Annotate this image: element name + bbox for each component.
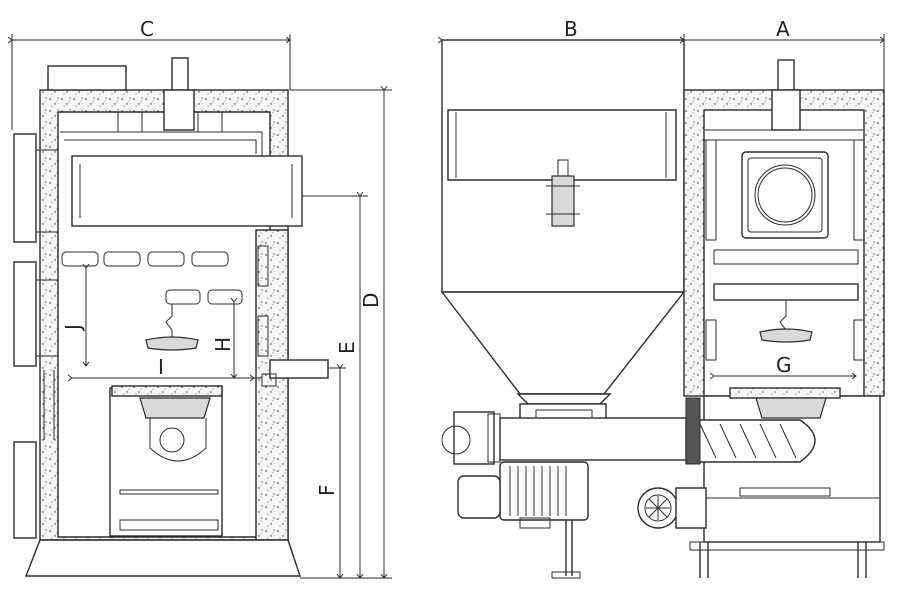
hopper-cone bbox=[440, 291, 686, 395]
left-lower-door bbox=[13, 441, 37, 539]
left-upper-flue-inner bbox=[64, 139, 257, 154]
left-burner-circle bbox=[159, 427, 185, 453]
left-hook bbox=[165, 304, 173, 338]
dim-e-label: E bbox=[335, 341, 359, 354]
auger-tube bbox=[499, 417, 691, 461]
left-rear-insulation bbox=[255, 229, 289, 541]
screw-flights bbox=[699, 423, 797, 459]
left-slot-5 bbox=[165, 289, 201, 305]
left-outlet-pipe bbox=[163, 89, 195, 131]
left-burner-bowl bbox=[149, 418, 207, 462]
porthole bbox=[754, 164, 816, 226]
left-dimensions: C D E F H I J bbox=[12, 17, 392, 578]
left-burner-grate bbox=[139, 397, 211, 419]
front-stirrer bbox=[759, 328, 813, 343]
screw-flange bbox=[685, 397, 701, 465]
dim-d-label: D bbox=[359, 293, 383, 308]
boiler-outlet bbox=[771, 89, 801, 131]
boiler-top-stub bbox=[777, 59, 795, 91]
dim-j-label: J bbox=[61, 324, 85, 332]
motor-stand-foot bbox=[551, 571, 581, 579]
hopper-latch bbox=[551, 175, 575, 227]
left-base bbox=[24, 539, 301, 577]
blower-housing bbox=[675, 487, 707, 529]
boiler-base-rail bbox=[689, 541, 885, 551]
left-slot-4 bbox=[191, 251, 229, 267]
dim-h-label: H bbox=[211, 337, 235, 352]
left-middle-door bbox=[13, 261, 37, 367]
front-hook bbox=[779, 300, 787, 331]
left-top-cap bbox=[47, 65, 127, 91]
left-side-view bbox=[13, 57, 329, 577]
left-flue-tube bbox=[71, 155, 303, 227]
left-return-pipe bbox=[269, 359, 329, 379]
dim-a-label: A bbox=[776, 17, 790, 41]
burner-top-plate bbox=[729, 387, 841, 399]
left-upper-flue bbox=[60, 131, 263, 160]
ash-tray bbox=[739, 487, 831, 497]
dim-g-label: G bbox=[776, 353, 792, 377]
right-front-view bbox=[440, 39, 885, 579]
boiler-middle-band bbox=[713, 283, 859, 301]
left-top-stub bbox=[171, 57, 189, 91]
right-dimensions: B A G bbox=[442, 17, 884, 377]
left-slot-6 bbox=[207, 289, 243, 305]
left-stirrer-plate bbox=[145, 336, 199, 351]
dim-c-label: C bbox=[140, 17, 154, 41]
hopper-lid bbox=[447, 109, 677, 181]
burner-grate bbox=[755, 397, 827, 419]
dim-b-label: B bbox=[564, 17, 578, 41]
gearbox bbox=[457, 475, 501, 519]
left-burner-top bbox=[111, 385, 223, 397]
left-slot-1 bbox=[61, 251, 99, 267]
dim-i-label: I bbox=[158, 355, 164, 379]
dim-f-label: F bbox=[315, 484, 339, 496]
left-slot-3 bbox=[147, 251, 185, 267]
screw-housing bbox=[685, 419, 816, 463]
auger-end-flange bbox=[453, 411, 495, 465]
auger-motor bbox=[499, 461, 589, 521]
left-slot-2 bbox=[103, 251, 141, 267]
left-upper-door bbox=[13, 133, 37, 243]
